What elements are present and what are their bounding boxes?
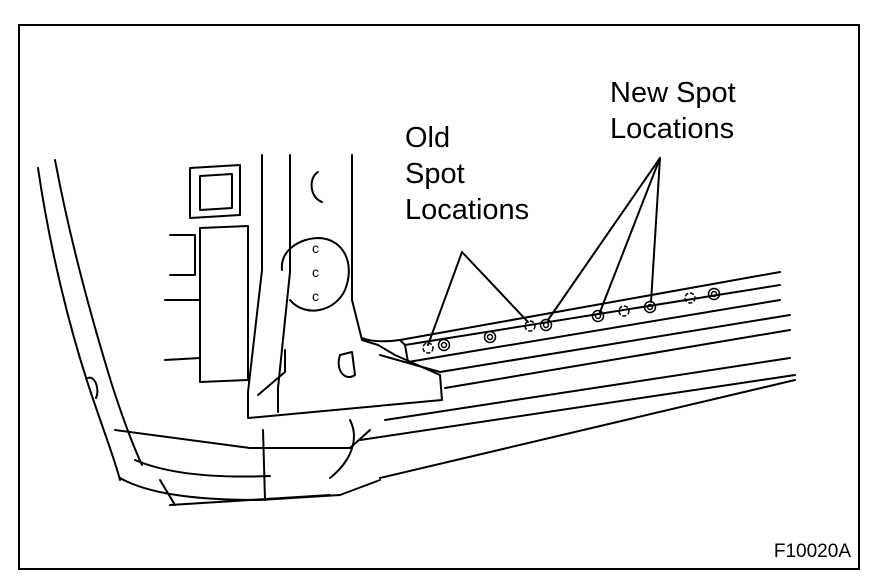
- old-spot-locations-label: Old Spot Locations: [405, 122, 530, 226]
- figure-frame: [18, 24, 860, 570]
- svg-text:c: c: [312, 240, 319, 256]
- new-spot-locations-label: New Spot Locations: [610, 77, 736, 145]
- new-spot-weld: [707, 287, 721, 301]
- old-spot-welds: [422, 292, 696, 354]
- svg-text:c: c: [312, 264, 319, 280]
- new-spot-leaders: [547, 157, 661, 321]
- old-spot-weld: [618, 305, 630, 317]
- old-spot-weld: [684, 292, 696, 304]
- new-spot-weld: [437, 338, 451, 352]
- old-spot-weld: [524, 320, 536, 332]
- rocker-sill: [359, 271, 796, 479]
- b-pillar: c c c: [247, 154, 443, 501]
- figure-code: F10020A: [773, 541, 851, 562]
- new-spot-weld: [483, 330, 497, 344]
- new-spot-welds: [437, 287, 721, 352]
- new-spot-weld: [539, 318, 553, 332]
- new-spot-weld: [643, 300, 657, 314]
- old-spot-weld: [422, 342, 434, 354]
- wheel-arch: [37, 159, 381, 506]
- svg-text:c: c: [312, 288, 319, 304]
- new-spot-weld: [591, 309, 605, 323]
- old-spot-leaders: [427, 251, 529, 346]
- inner-panel: [164, 164, 249, 383]
